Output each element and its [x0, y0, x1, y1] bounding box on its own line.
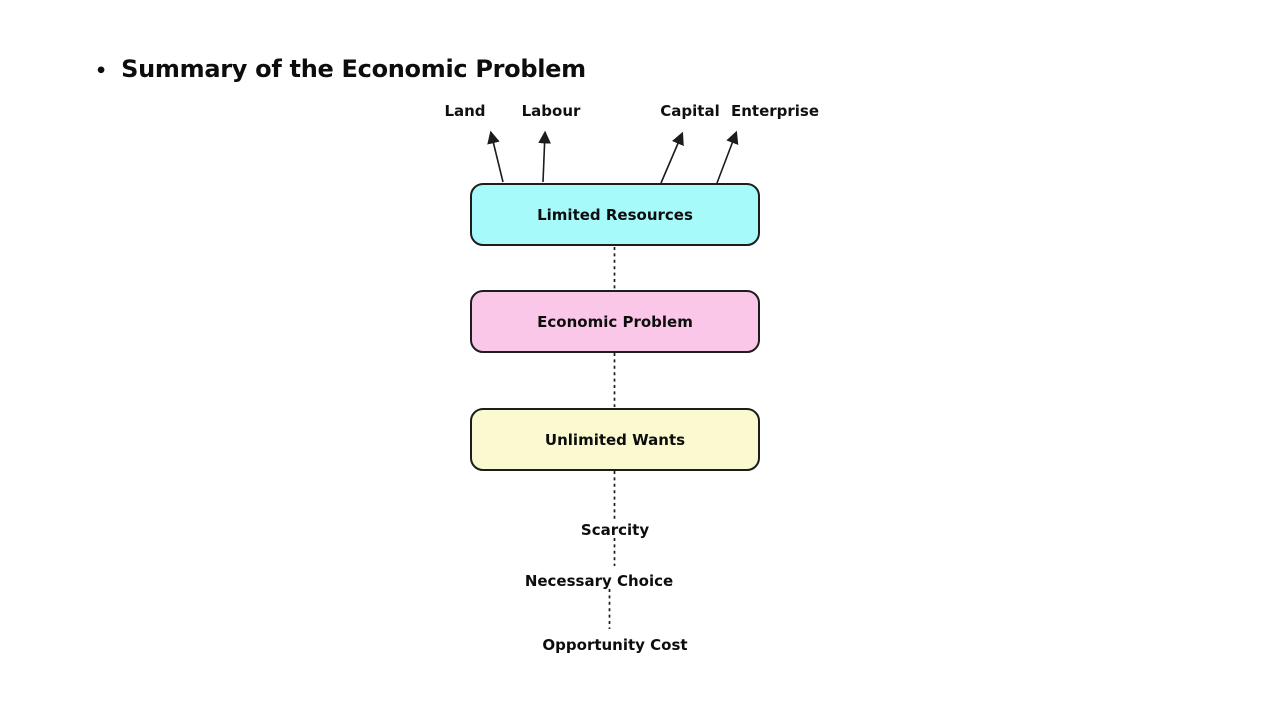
- bullet-marker: •: [95, 60, 108, 82]
- outcome-opportunity-cost: Opportunity Cost: [542, 636, 688, 654]
- arrow-enterprise: [716, 130, 739, 184]
- box-economic-problem-label: Economic Problem: [537, 312, 693, 331]
- arrow-capital: [660, 131, 684, 184]
- slide-title-row: • Summary of the Economic Problem: [95, 55, 586, 88]
- box-unlimited-wants-label: Unlimited Wants: [544, 430, 686, 449]
- box-unlimited-wants: Unlimited Wants: [470, 408, 760, 471]
- factor-label-capital: Capital: [660, 102, 720, 120]
- page-title: Summary of the Economic Problem: [121, 55, 586, 83]
- arrow-land: [487, 130, 504, 183]
- arrow-labour: [538, 130, 551, 183]
- factor-label-labour: Labour: [521, 102, 581, 120]
- factor-label-land: Land: [444, 102, 486, 120]
- box-limited-resources: Limited Resources: [470, 183, 760, 246]
- outcome-necessary-choice: Necessary Choice: [524, 572, 674, 590]
- factor-label-enterprise: Enterprise: [730, 102, 820, 120]
- outcome-scarcity: Scarcity: [580, 521, 650, 539]
- box-limited-resources-label: Limited Resources: [537, 205, 693, 224]
- box-economic-problem: Economic Problem: [470, 290, 760, 353]
